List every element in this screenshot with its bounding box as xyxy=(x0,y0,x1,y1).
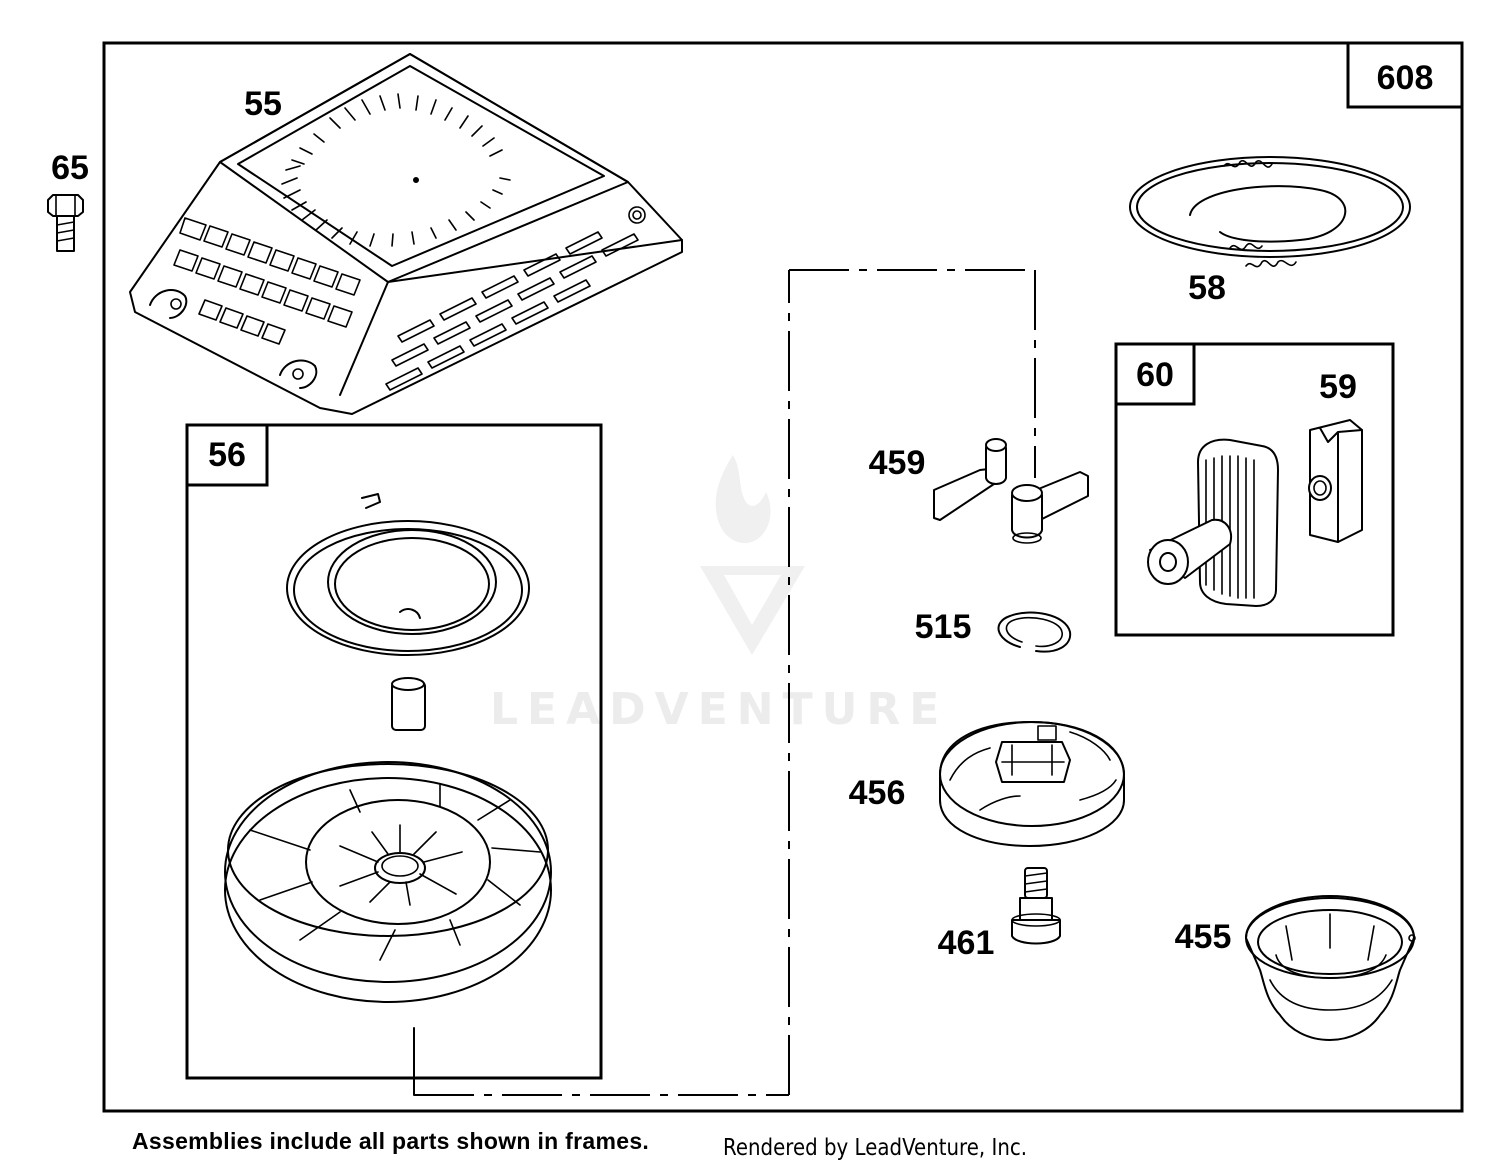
part-515-ring[interactable] xyxy=(997,611,1072,653)
frame-56 xyxy=(185,423,603,1080)
label-56: 56 xyxy=(208,436,246,474)
assembly-number: 608 xyxy=(1377,59,1434,97)
diagram-frame xyxy=(102,41,1464,1113)
footer-note: Assemblies include all parts shown in fr… xyxy=(132,1128,650,1154)
label-455: 455 xyxy=(1175,918,1232,956)
label-59: 59 xyxy=(1319,368,1357,406)
label-55: 55 xyxy=(244,85,282,123)
part-55-housing[interactable] xyxy=(129,53,683,415)
part-56-pulley[interactable] xyxy=(224,761,552,1003)
part-56-bushing[interactable] xyxy=(391,677,426,731)
watermark-text: LEADVENTURE xyxy=(490,684,948,735)
part-461-screw[interactable] xyxy=(1011,867,1061,945)
label-60: 60 xyxy=(1136,356,1174,394)
label-515: 515 xyxy=(915,608,972,646)
footer-credit: Rendered by LeadVenture, Inc. xyxy=(723,1135,1028,1161)
frame-56-label-box xyxy=(185,423,269,487)
part-455-cup[interactable] xyxy=(1245,895,1416,1041)
part-58-rope[interactable] xyxy=(1129,156,1411,268)
label-58: 58 xyxy=(1188,269,1226,307)
part-60-handle[interactable] xyxy=(1147,438,1279,607)
dashed-connector xyxy=(414,269,1036,1096)
part-65-bolt[interactable] xyxy=(47,194,84,252)
label-65: 65 xyxy=(51,149,89,187)
frame-60-label-box xyxy=(1114,342,1196,406)
frame-60 xyxy=(1114,342,1395,637)
label-461: 461 xyxy=(938,924,995,962)
label-459: 459 xyxy=(869,444,926,482)
part-459-pawl[interactable] xyxy=(933,438,1089,544)
part-456-retainer[interactable] xyxy=(939,721,1125,847)
label-456: 456 xyxy=(849,774,906,812)
part-56-spring[interactable] xyxy=(286,493,530,656)
watermark: LEADVENTURE xyxy=(490,455,948,735)
assembly-number-box xyxy=(1346,41,1464,109)
part-59-insert[interactable] xyxy=(1308,419,1363,543)
